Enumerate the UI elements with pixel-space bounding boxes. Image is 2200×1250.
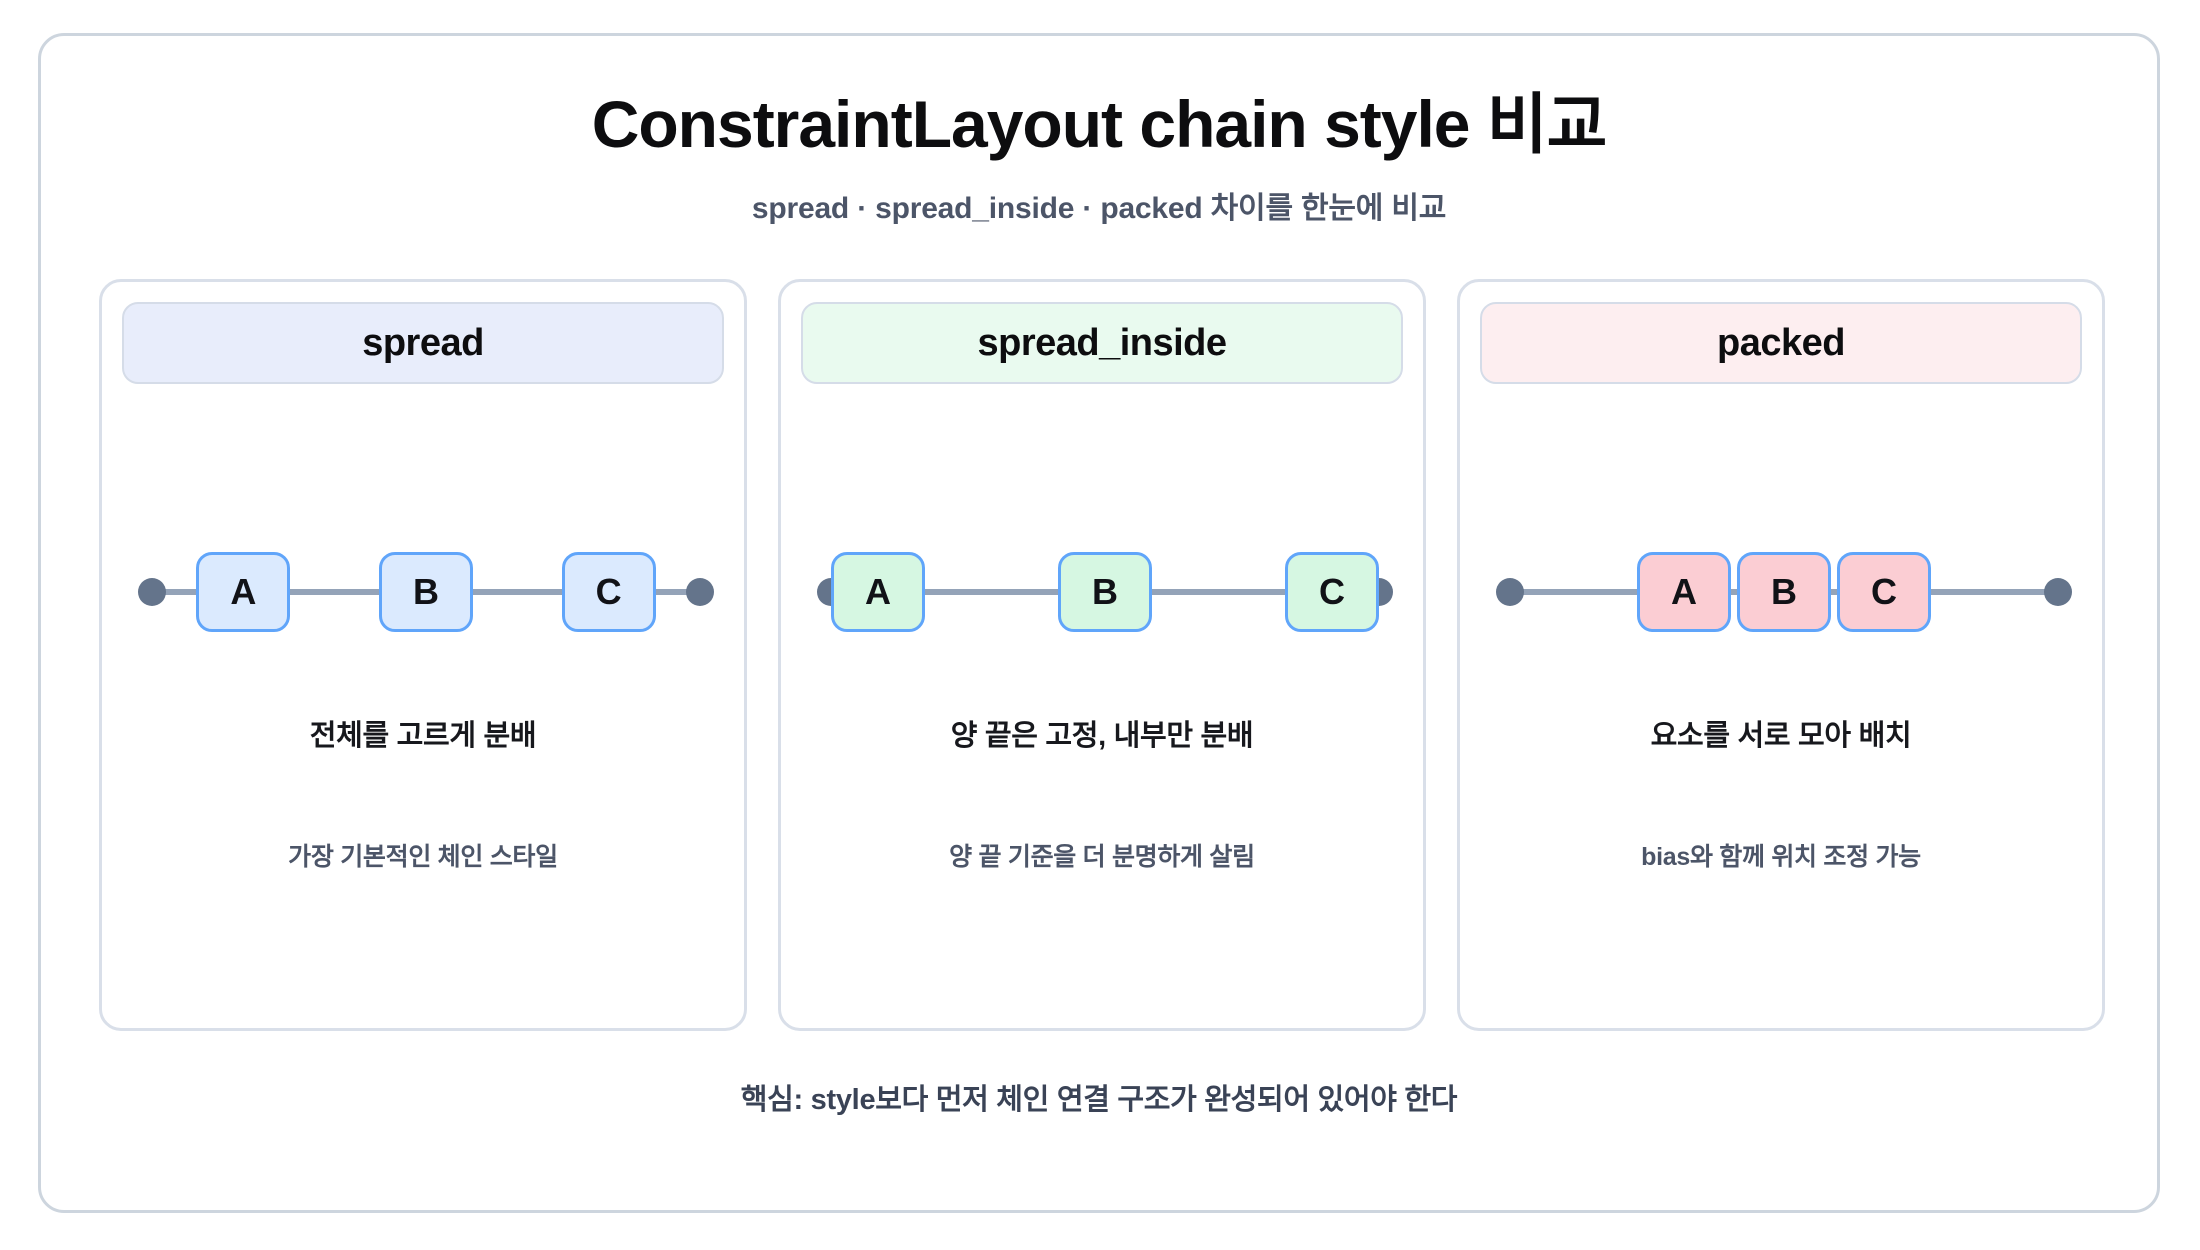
chain-endpoint-dot-right — [2044, 578, 2072, 606]
chain-style-card-spread-inside[interactable]: spread_inside A B C 양 끝은 고정, 내부만 분배 양 끝 … — [778, 279, 1426, 1031]
card-description: 양 끝은 고정, 내부만 분배 — [950, 720, 1254, 752]
chain-node-b[interactable]: B — [1737, 552, 1831, 632]
chain-node-a[interactable]: A — [196, 552, 291, 632]
chain-diagram-spread: A B C — [132, 532, 720, 652]
chain-diagram-packed: A B C — [1490, 532, 2078, 652]
chain-style-card-packed[interactable]: packed A B C 요소를 서로 모아 배치 bias와 함께 위치 조정… — [1457, 279, 2105, 1031]
comparison-canvas: ConstraintLayout chain style 비교 spread ·… — [38, 33, 2160, 1213]
chain-nodes: A B C — [831, 532, 1379, 652]
card-title-label: packed — [1717, 321, 1845, 364]
card-title-label: spread — [362, 321, 484, 364]
chain-node-c[interactable]: C — [561, 552, 656, 632]
chain-endpoint-dot-left — [1496, 578, 1524, 606]
chain-node-a[interactable]: A — [1637, 552, 1731, 632]
card-title-label: spread_inside — [977, 321, 1227, 364]
card-description: 요소를 서로 모아 배치 — [1650, 720, 1912, 752]
card-description: 전체를 고르게 분배 — [309, 720, 537, 752]
chain-node-c[interactable]: C — [1837, 552, 1931, 632]
chain-node-a[interactable]: A — [831, 552, 925, 632]
page-subtitle: spread · spread_inside · packed 차이를 한눈에 … — [751, 191, 1447, 225]
header: ConstraintLayout chain style 비교 spread ·… — [41, 36, 2157, 227]
key-takeaway-footer: 핵심: style보다 먼저 체인 연결 구조가 완성되어 있어야 한다 — [740, 1084, 1458, 1116]
chain-node-b[interactable]: B — [378, 552, 473, 632]
chain-style-card-spread[interactable]: spread A B C 전체를 고르게 분배 가장 기본적인 체인 스타일 — [99, 279, 747, 1031]
chain-style-cards: spread A B C 전체를 고르게 분배 가장 기본적인 체인 스타일 s… — [99, 279, 2105, 1031]
chain-endpoint-dot-left — [138, 578, 166, 606]
card-note: 가장 기본적인 체인 스타일 — [288, 843, 558, 871]
card-note: bias와 함께 위치 조정 가능 — [1641, 843, 1921, 871]
chain-nodes: A B C — [152, 532, 700, 652]
chain-endpoint-dot-right — [686, 578, 714, 606]
card-header-spread-inside: spread_inside — [801, 302, 1403, 384]
card-header-packed: packed — [1480, 302, 2082, 384]
page-title: ConstraintLayout chain style 비교 — [591, 87, 1608, 161]
chain-nodes: A B C — [1510, 532, 2058, 652]
card-note: 양 끝 기준을 더 분명하게 살림 — [949, 843, 1255, 871]
chain-node-c[interactable]: C — [1285, 552, 1379, 632]
card-header-spread: spread — [122, 302, 724, 384]
chain-diagram-spread-inside: A B C — [811, 532, 1399, 652]
chain-node-b[interactable]: B — [1058, 552, 1152, 632]
